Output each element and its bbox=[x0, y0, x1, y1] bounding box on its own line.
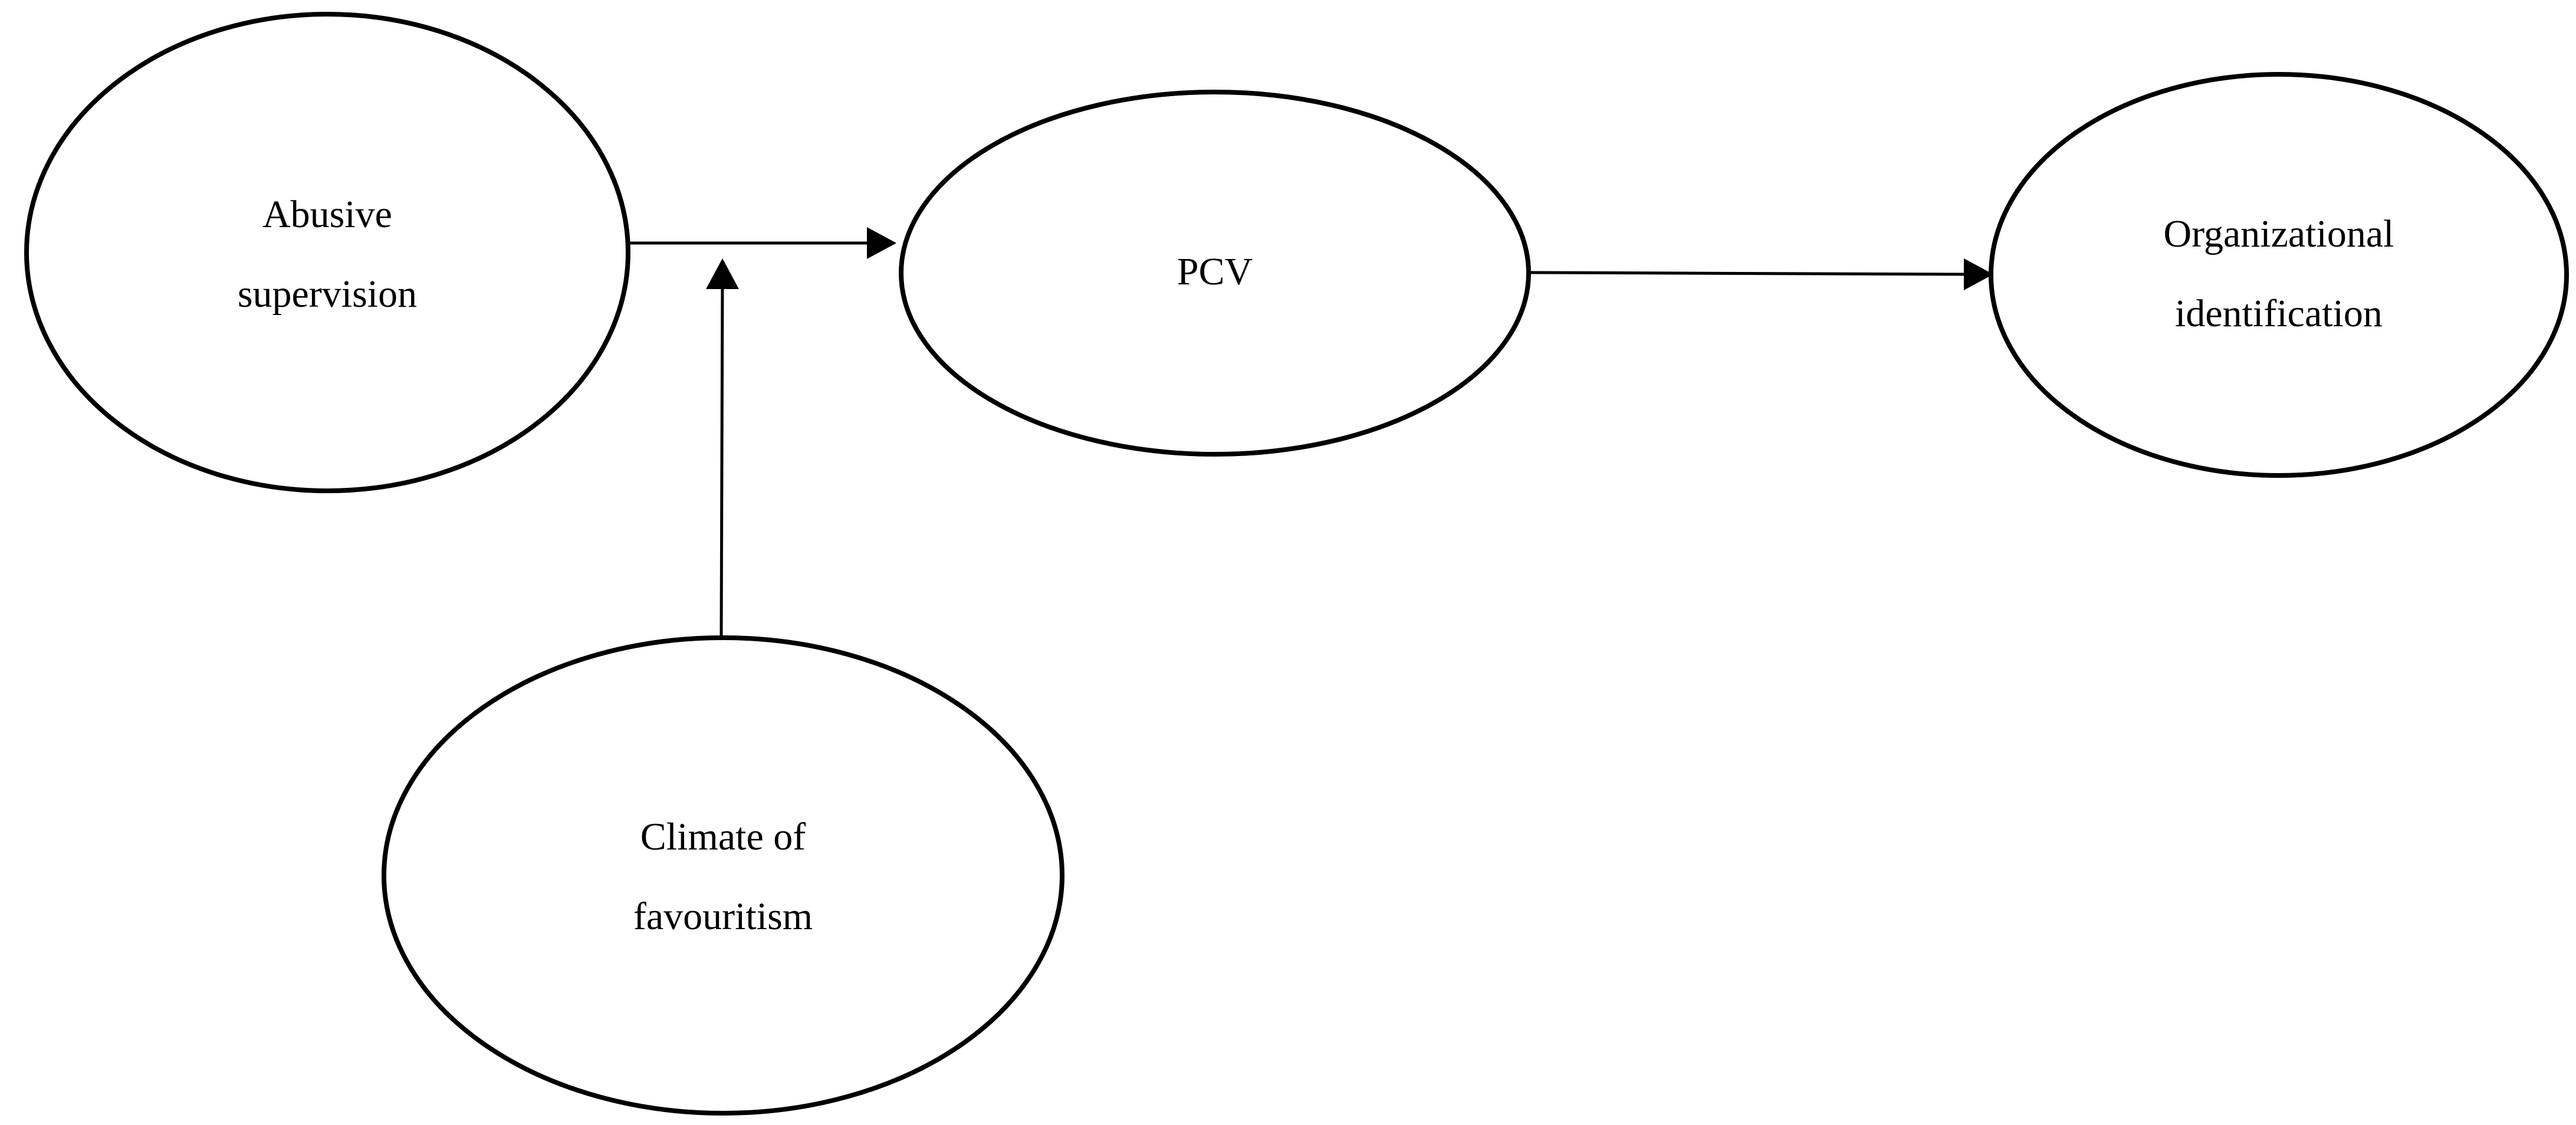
edge-moderator-climate-of-favouritism bbox=[706, 258, 739, 641]
node-abusive-supervision: Abusive supervision bbox=[24, 12, 630, 493]
edge-pcv-to-organizational-identification bbox=[1530, 258, 1993, 290]
node-organizational-identification: Organizational identification bbox=[1989, 72, 2569, 478]
node-label: PCV bbox=[1177, 250, 1253, 293]
node-label-line1: Climate of bbox=[640, 815, 806, 858]
node-label-line2: identification bbox=[2175, 292, 2383, 335]
node-label-line1: Organizational bbox=[2164, 212, 2394, 255]
node-ellipse bbox=[1989, 72, 2569, 478]
node-ellipse bbox=[24, 12, 630, 493]
node-label-line1: Abusive bbox=[262, 193, 392, 236]
node-ellipse bbox=[899, 90, 1531, 457]
node-climate-of-favouritism: Climate of favouritism bbox=[382, 635, 1064, 1116]
node-pcv: PCV bbox=[899, 90, 1531, 457]
arrowhead-icon bbox=[1964, 258, 1993, 290]
edge-line bbox=[719, 281, 724, 641]
arrowhead-icon bbox=[706, 258, 739, 289]
node-label-line2: supervision bbox=[238, 273, 417, 316]
node-ellipse bbox=[382, 635, 1064, 1116]
arrowhead-icon bbox=[867, 227, 896, 259]
edge-line bbox=[1530, 271, 1969, 276]
node-label-line2: favouritism bbox=[633, 895, 813, 938]
